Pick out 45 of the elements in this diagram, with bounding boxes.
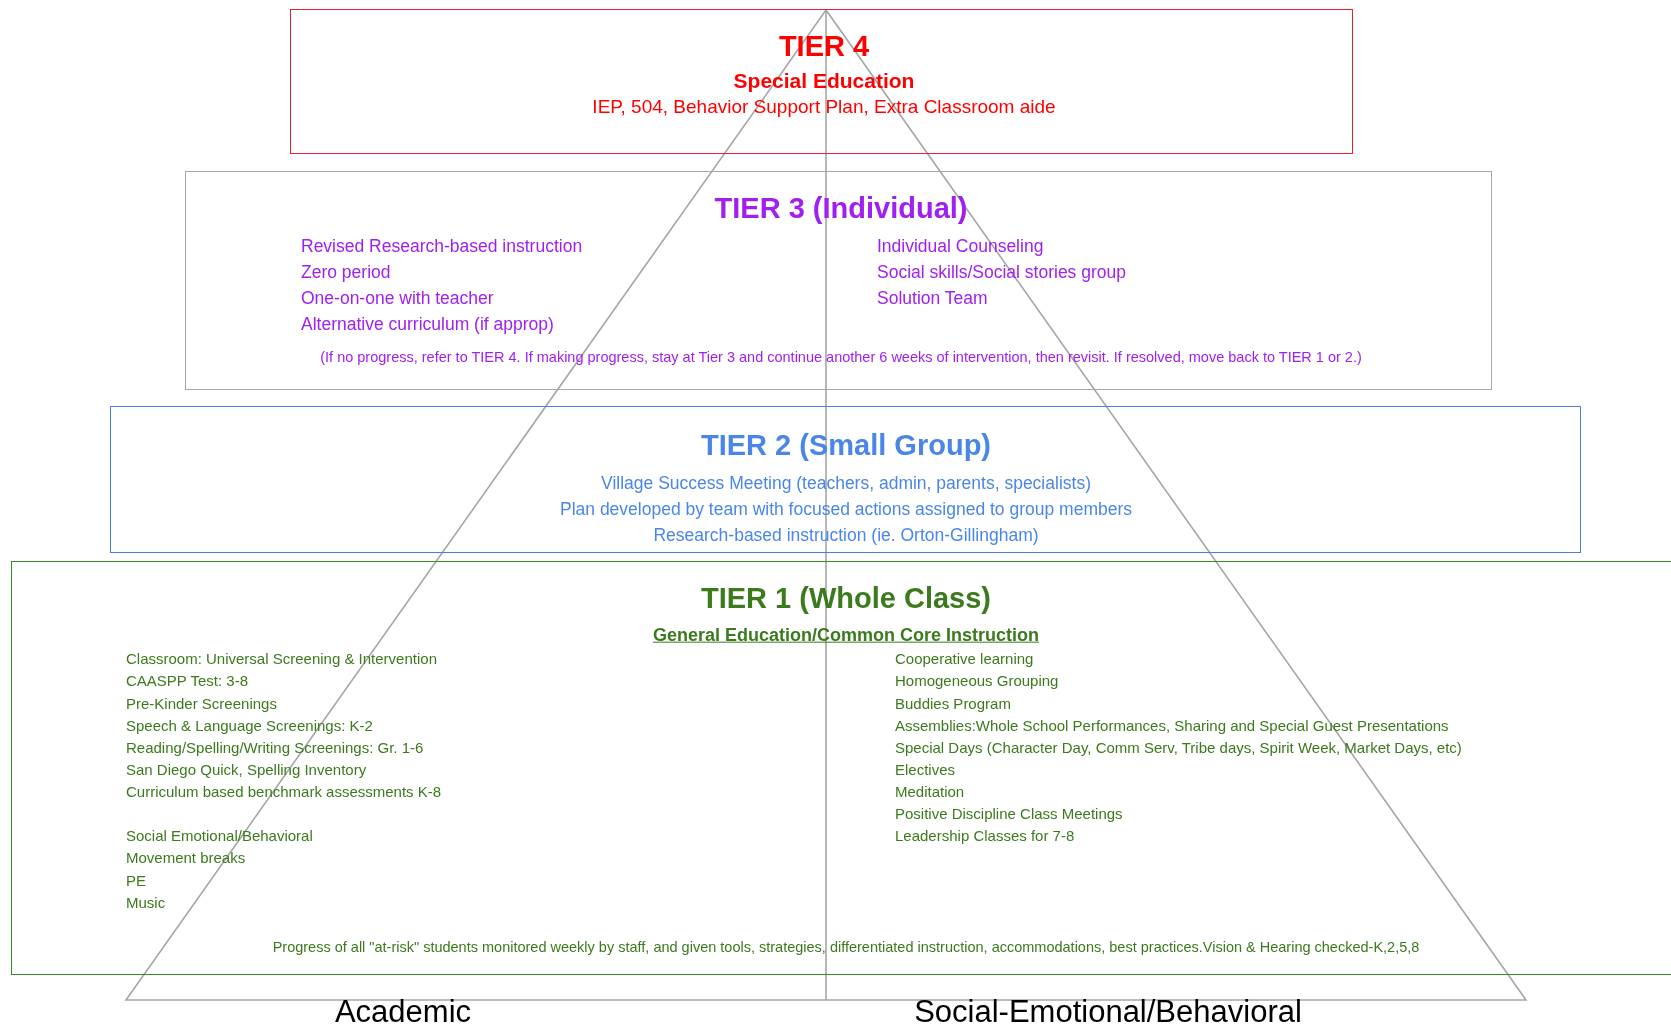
tier-title: TIER 3 (Individual) bbox=[714, 192, 968, 226]
list-item: Social skills/Social stories group bbox=[877, 261, 1126, 283]
list-item: Alternative curriculum (if approp) bbox=[301, 313, 554, 335]
list-item: Social Emotional/Behavioral bbox=[126, 827, 313, 845]
tier-title: TIER 2 (Small Group) bbox=[701, 429, 991, 463]
list-item: Reading/Spelling/Writing Screenings: Gr. 1-6 bbox=[126, 739, 424, 757]
list-item: PE bbox=[126, 872, 146, 890]
list-item: CAASPP Test: 3-8 bbox=[126, 672, 248, 690]
list-item: Music bbox=[126, 894, 166, 912]
list-item: Electives bbox=[895, 761, 956, 779]
list-item: Research-based instruction (ie. Orton-Gillingham) bbox=[653, 524, 1039, 546]
tier-box bbox=[11, 561, 1671, 975]
list-item: Curriculum based benchmark assessments K-8 bbox=[126, 783, 442, 801]
note-text: (If no progress, refer to TIER 4. If making progress, stay at Tier 3 and continue another 6 weeks of intervention, then revisit. If resolved, move back to TIER 1 or 2.) bbox=[320, 348, 1362, 366]
list-item: Plan developed by team with focused actions assigned to group members bbox=[560, 498, 1132, 520]
tier-description: IEP, 504, Behavior Support Plan, Extra Classroom aide bbox=[592, 96, 1056, 118]
tier-box bbox=[110, 406, 1581, 553]
column-label: Social-Emotional/Behavioral bbox=[914, 994, 1302, 1030]
list-item: Homogeneous Grouping bbox=[895, 672, 1059, 690]
list-item: Special Days (Character Day, Comm Serv, Tribe days, Spirit Week, Market Days, etc) bbox=[895, 739, 1462, 757]
list-item: Movement breaks bbox=[126, 849, 246, 867]
list-item: Solution Team bbox=[877, 287, 988, 309]
list-item: Assemblies:Whole School Performances, Sharing and Special Guest Presentations bbox=[895, 717, 1449, 735]
list-item: Cooperative learning bbox=[895, 650, 1034, 668]
tier-title: TIER 1 (Whole Class) bbox=[701, 582, 991, 616]
tier-box bbox=[185, 171, 1492, 390]
list-item: Speech & Language Screenings: K-2 bbox=[126, 717, 373, 735]
tier-subtitle: General Education/Common Core Instruction bbox=[653, 624, 1039, 646]
list-item: Revised Research-based instruction bbox=[301, 235, 583, 257]
list-item: Leadership Classes for 7-8 bbox=[895, 827, 1075, 845]
tier-subtitle: Special Education bbox=[733, 68, 915, 94]
list-item: Meditation bbox=[895, 783, 965, 801]
tier-title: TIER 4 bbox=[778, 30, 870, 64]
list-item: Individual Counseling bbox=[877, 235, 1044, 257]
list-item: Zero period bbox=[301, 261, 391, 283]
note-text: Progress of all "at-risk" students monitored weekly by staff, and given tools, strategies, differentiated instruction, accommodations, best practices.Vision & Hearing checked-K,2,5,8 bbox=[272, 938, 1420, 956]
list-item: Buddies Program bbox=[895, 695, 1011, 713]
list-item: San Diego Quick, Spelling Inventory bbox=[126, 761, 367, 779]
list-item: Positive Discipline Class Meetings bbox=[895, 805, 1123, 823]
list-item: Pre-Kinder Screenings bbox=[126, 695, 277, 713]
list-item: Classroom: Universal Screening & Intervention bbox=[126, 650, 437, 668]
tier-box bbox=[290, 9, 1353, 154]
column-label: Academic bbox=[334, 994, 472, 1030]
list-item: One-on-one with teacher bbox=[301, 287, 494, 309]
list-item: Village Success Meeting (teachers, admin, parents, specialists) bbox=[601, 472, 1091, 494]
